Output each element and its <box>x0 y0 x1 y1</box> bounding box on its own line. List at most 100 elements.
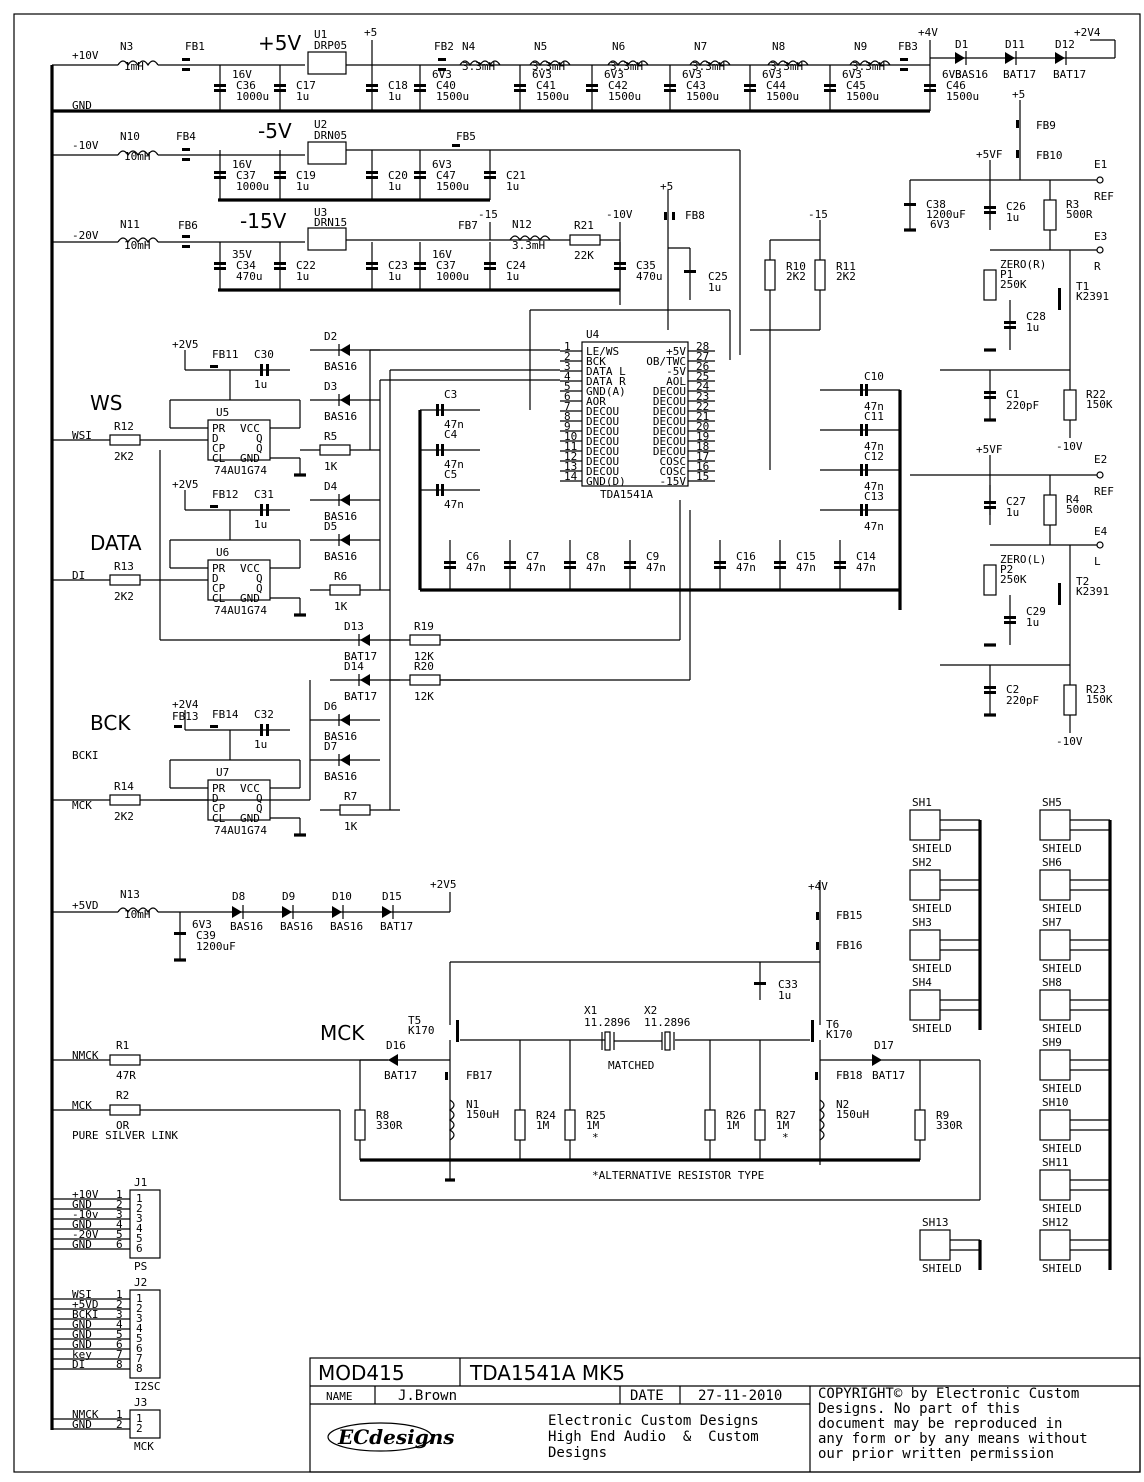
decoupling-cap-bottom-0 <box>444 540 456 590</box>
conn-pin-number-inner: 2 <box>136 1202 143 1215</box>
conn-pin-number: 5 <box>116 1328 123 1341</box>
cap-value: 47n <box>444 418 464 431</box>
diode-part: BAS16 <box>280 920 313 933</box>
cap-ref: C17 <box>296 79 316 92</box>
section-titles: +5V -5V -15V WS DATA BCK MCK <box>90 31 365 1045</box>
conn-ref: J3 <box>134 1396 147 1409</box>
svg-text:FB8: FB8 <box>685 209 705 222</box>
diode-ref: D4 <box>324 480 338 493</box>
svg-text:3.3mH: 3.3mH <box>852 60 885 73</box>
conn-pin-number: 3 <box>116 1308 123 1321</box>
u4-pin-name: DECOU <box>653 385 686 398</box>
res-value: 1K <box>344 820 358 833</box>
u4-pin-number: 26 <box>696 360 709 373</box>
u4-pin-number: 24 <box>696 380 710 393</box>
cap-ref: C40 <box>436 79 456 92</box>
shield-ref: SH2 <box>912 856 932 869</box>
regulator-u3 <box>307 227 347 251</box>
cap-voltage: 6V3 <box>942 68 962 81</box>
cap-ref: C20 <box>388 169 408 182</box>
conn-pin-number: 2 <box>116 1418 123 1431</box>
ff-pin: D <box>212 572 219 585</box>
supply-row-m15: N11 10mH FB6 U3 DRN15 FB7 -15 N12 3.3mH … <box>52 180 728 330</box>
capacitor-row2-3 <box>414 150 426 200</box>
tb-copy-2: document may be reproduced in <box>818 1416 1062 1432</box>
regulator-u1 <box>307 51 347 75</box>
cap-value: 1000u <box>436 270 469 283</box>
cap-value: 1u <box>388 180 401 193</box>
ff-ref: U6 <box>216 546 229 559</box>
u4-pin-number: 21 <box>696 410 709 423</box>
svg-text:OR: OR <box>116 1119 130 1132</box>
capacitor-row3-1 <box>274 242 286 290</box>
svg-text:R2: R2 <box>116 1089 129 1102</box>
conn-pin-number: 2 <box>116 1198 123 1211</box>
svg-text:150uH: 150uH <box>836 1108 869 1121</box>
conn-pin-number: 4 <box>116 1318 123 1331</box>
shield-label: SHIELD <box>912 902 952 915</box>
svg-text:FB18: FB18 <box>836 1069 863 1082</box>
pot-zero: ZERO(L) <box>1000 553 1046 566</box>
ff-pin: PR <box>212 422 226 435</box>
svg-text:1M: 1M <box>776 1119 790 1132</box>
cap-ref: C45 <box>846 79 866 92</box>
conn-pin-number: 6 <box>116 1238 123 1251</box>
diode-ref: D2 <box>324 330 337 343</box>
ff-pin: CL <box>212 812 226 825</box>
conn-pin-number: 8 <box>116 1358 123 1371</box>
ff-pin: Q <box>256 572 263 585</box>
capacitor-row3-5 <box>614 242 626 290</box>
capacitor-row2-4 <box>484 150 496 200</box>
cap-ref: C41 <box>536 79 556 92</box>
conn-pin-label: GND <box>72 1238 92 1251</box>
svg-text:K170: K170 <box>408 1024 435 1037</box>
svg-text:-15: -15 <box>478 208 498 221</box>
ff-pin: VCC <box>240 422 260 435</box>
cap-c1 <box>984 370 996 420</box>
capacitor-c18 <box>366 65 378 111</box>
choke-n3 <box>117 60 159 67</box>
ff-pin: PR <box>212 562 226 575</box>
res-value: 12K <box>414 650 434 663</box>
conn-pin-label: NMCK <box>72 1408 99 1421</box>
res-value: 150K <box>1086 398 1113 411</box>
svg-text:T6: T6 <box>826 1018 839 1031</box>
ff-pin: CL <box>212 452 226 465</box>
supply-m10v: -10V <box>1056 440 1083 453</box>
capacitor-row2-2 <box>366 150 378 200</box>
caps-row3: 35VC34470uC221uC231u16VC371000uC241uC354… <box>214 242 663 290</box>
cap-ref: C26 <box>1006 200 1026 213</box>
ff-ref: U5 <box>216 406 229 419</box>
svg-text:R10: R10 <box>786 260 806 273</box>
diode-part: BAS16 <box>324 770 357 783</box>
u4-pin-number: 6 <box>564 390 571 403</box>
svg-text:U2: U2 <box>314 118 327 131</box>
conn-pin-number: 6 <box>116 1338 123 1351</box>
tb-module: MOD415 <box>318 1361 405 1385</box>
cap-ref: C19 <box>296 169 316 182</box>
u4-pin-name: AOR <box>586 395 606 408</box>
diode-ref: D5 <box>324 520 337 533</box>
svg-text:FB6: FB6 <box>178 219 198 232</box>
fb-label: FB14 <box>212 708 239 721</box>
pot-ref: P1 <box>1000 268 1013 281</box>
conn-pin-label: key <box>72 1348 92 1361</box>
choke-n3-ref: N3 <box>120 40 133 53</box>
capacitor-c43 <box>664 65 676 111</box>
shield-label: SHIELD <box>1042 1202 1082 1215</box>
conn-pin-label: -10v <box>72 1208 99 1221</box>
u4-pin-number: 13 <box>564 460 577 473</box>
logic-network: D2BAS16D3BAS16D4BAS16D5BAS16D6BAS16D7BAS… <box>159 330 691 833</box>
u4-pin-name: OB/TWC <box>646 355 686 368</box>
cap-voltage: 6V3 <box>432 68 452 81</box>
resistor-r10 <box>764 259 776 291</box>
diode-part: BAS16 <box>324 510 357 523</box>
